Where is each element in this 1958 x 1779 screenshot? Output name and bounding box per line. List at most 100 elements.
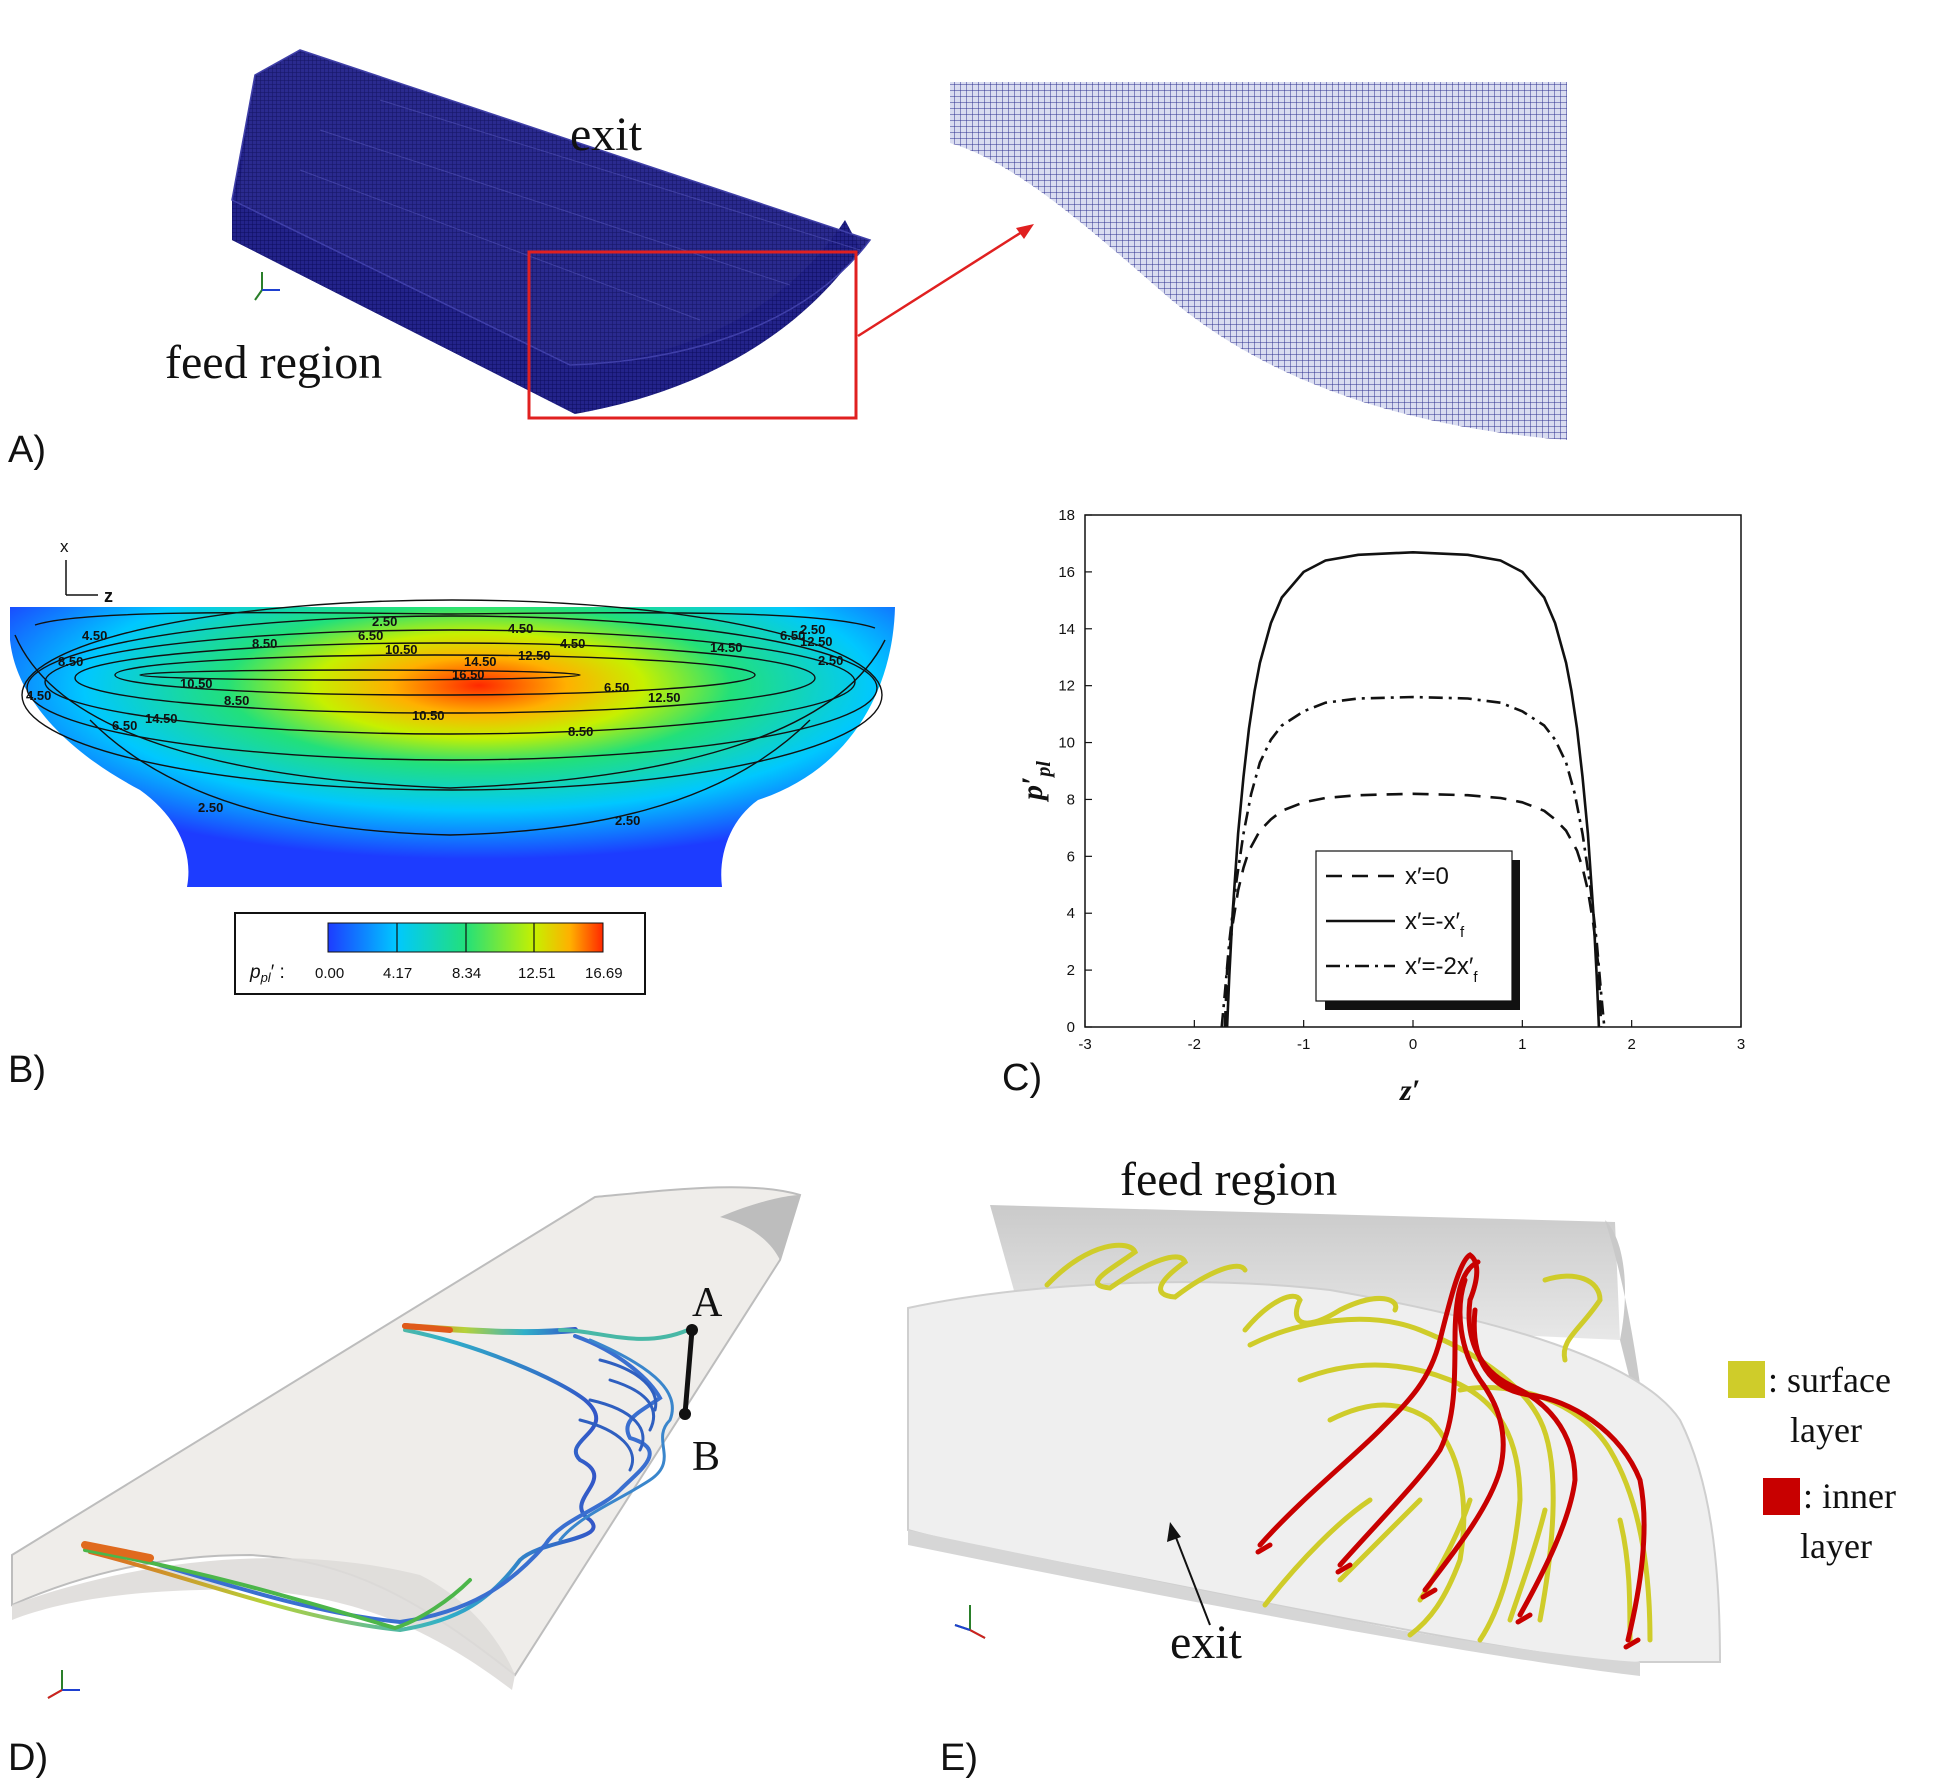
series-line-3 [1220,695,1606,1028]
inner-layer-label-2: layer [1800,1526,1872,1566]
panel-b: x z 2.50 4.50 6.50 8.50 10.50 12.50 14.5… [8,537,895,1091]
inner-layer-swatch [1763,1478,1800,1515]
axis-triad-icon [254,272,280,301]
legend-entry-1: x′=0 [1405,863,1449,890]
panel-label-b: B) [8,1049,46,1091]
feed-region-label-e: feed region [1120,1153,1337,1206]
inner-layer-streamlines [1255,1252,1647,1650]
x-axis-label: z′ [1399,1074,1420,1107]
svg-text:2.50: 2.50 [198,800,223,815]
x-tick-label: 2 [1627,1036,1635,1053]
x-tick-label: 1 [1518,1036,1526,1053]
zoom-arrow [857,224,1034,338]
svg-text:4.50: 4.50 [560,636,585,651]
series-line-1 [1223,792,1603,1028]
y-tick-label: 4 [1067,905,1075,922]
axis-z-label: z [104,586,113,606]
svg-text:12.50: 12.50 [648,690,681,705]
contour-value-labels: 2.50 4.50 6.50 8.50 10.50 12.50 14.50 16… [26,614,843,828]
exit-arrow [1167,1522,1211,1626]
series-lines [1220,551,1606,1028]
panel-label-c: C) [1002,1057,1042,1099]
colorbar-tick: 8.34 [452,965,481,982]
svg-text:14.50: 14.50 [464,654,497,669]
colorbar-prime: ′ : [271,962,285,983]
zoom-box [527,250,858,420]
point-a-label: A [692,1280,723,1326]
colorbar-tick: 0.00 [315,965,344,982]
panel-label-e: E) [940,1737,978,1779]
x-tick-label: 0 [1409,1036,1417,1053]
y-tick-label: 2 [1067,962,1075,979]
point-b-label: B [692,1434,720,1480]
svg-text:16.50: 16.50 [452,667,485,682]
svg-text:2.50: 2.50 [818,653,843,668]
panel-e: feed region exit : surface layer : inner… [907,1153,1896,1779]
svg-text:12.50: 12.50 [518,648,551,663]
panel-label-a: A) [8,429,46,471]
panel-a: exit feed region A) [8,49,1567,471]
axis-triad-icon [47,1670,80,1699]
inner-layer-label-1: : inner [1803,1476,1896,1516]
mesh-3d-domain [231,49,872,414]
svg-text:10.50: 10.50 [385,642,418,657]
svg-text:12.50: 12.50 [800,634,833,649]
y-tick-label: 16 [1058,564,1075,581]
axis-x-label: x [60,537,69,556]
line-segment-ab [679,1324,698,1420]
svg-text:4.50: 4.50 [82,628,107,643]
legend-entry-2: x′=-x′f [1405,908,1465,941]
exit-label-e: exit [1170,1616,1243,1669]
y-axis-label: p′pl [1016,761,1055,803]
svg-text:ppl′ :: ppl′ : [249,962,285,985]
channel-lower-wall [12,1558,515,1690]
svg-text:6.50: 6.50 [780,628,805,643]
legend-entry-3: x′=-2x′f [1405,953,1478,986]
legend-e: : surface layer : inner layer [1728,1360,1896,1566]
svg-text:2.50: 2.50 [800,622,825,637]
series-line-2 [1225,551,1601,1028]
svg-text:6.50: 6.50 [358,628,383,643]
surface-layer-label-1: : surface [1768,1360,1891,1400]
y-tick-label: 12 [1058,678,1075,695]
y-tick-label: 10 [1058,735,1075,752]
axis-indicator: x z [60,537,113,606]
colorbar-symbol: p [249,962,261,983]
colorbar-subscript: pl [260,970,272,985]
svg-text:4.50: 4.50 [26,688,51,703]
svg-text:14.50: 14.50 [710,640,743,655]
svg-text:10.50: 10.50 [412,708,445,723]
y-tick-label: 18 [1058,507,1075,524]
contour-lines [14,599,886,836]
colorbar-tick: 16.69 [585,965,623,982]
mesh-zoom-detail [950,82,1567,440]
panel-label-d: D) [8,1737,48,1779]
svg-text:6.50: 6.50 [604,680,629,695]
y-tick-label: 8 [1067,791,1075,808]
svg-text:8.50: 8.50 [58,654,83,669]
x-tick-label: 3 [1737,1036,1745,1053]
streamlines [81,1323,690,1633]
svg-text:8.50: 8.50 [224,693,249,708]
svg-text:8.50: 8.50 [568,724,593,739]
floor-edge [908,1530,1640,1676]
channel-floor [907,1281,1722,1665]
y-tick-label: 6 [1067,848,1075,865]
colorbar: ppl′ : 0.00 4.17 8.34 12.51 16.69 [234,912,646,995]
chart-legend: x′=0 x′=-x′f x′=-2x′f [1315,850,1520,1010]
contour-field [10,607,895,887]
surface-layer-swatch [1728,1361,1765,1398]
colorbar-tick: 12.51 [518,965,556,982]
svg-text:8.50: 8.50 [252,636,277,651]
feed-region-label: feed region [165,336,382,389]
svg-text:2.50: 2.50 [372,614,397,629]
x-tick-label: -2 [1188,1036,1201,1053]
exit-label: exit [570,108,643,161]
svg-text:2.50: 2.50 [615,813,640,828]
svg-text:6.50: 6.50 [112,718,137,733]
x-tick-label: -3 [1078,1036,1091,1053]
